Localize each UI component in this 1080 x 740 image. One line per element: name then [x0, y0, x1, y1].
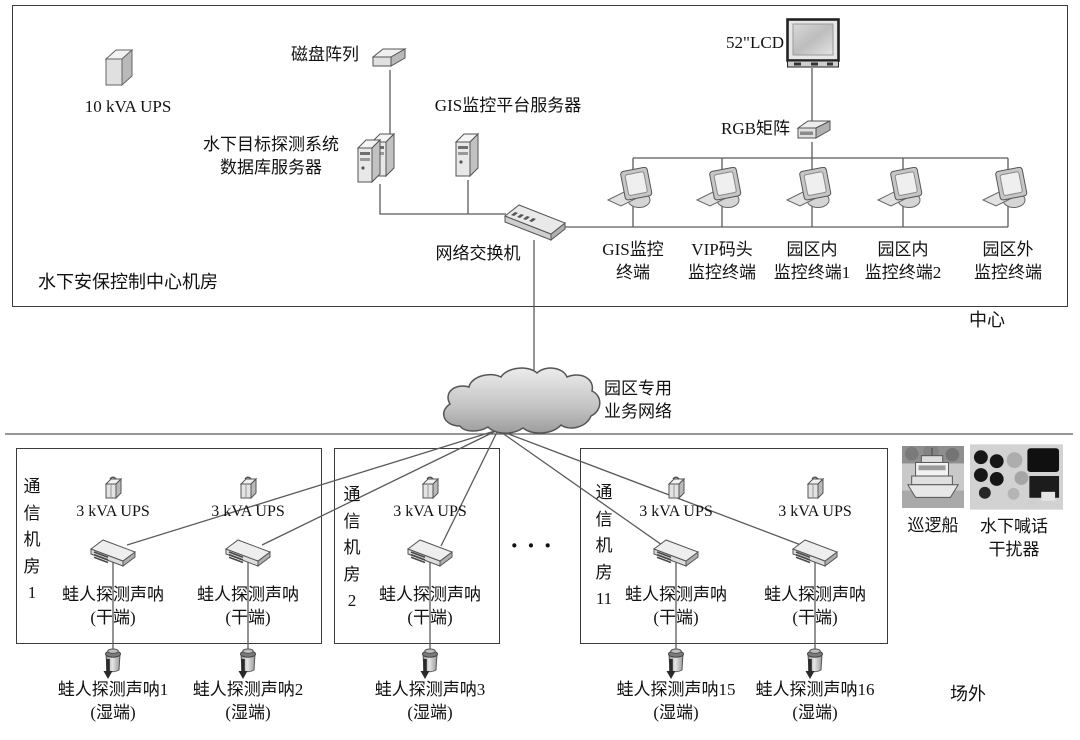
mini-ups-label: 3 kVA UPS: [778, 503, 852, 520]
cloud-label: 园区专用 业务网络: [604, 379, 672, 421]
sonar-dry-end-label: 蛙人探测声呐 (干端): [197, 585, 299, 627]
comm-room-11-box: [580, 448, 888, 644]
center-room-caption: 水下安保控制中心机房: [38, 272, 218, 292]
patrol-boat-photo: [902, 446, 964, 513]
room-1-name: 通信机房1: [23, 477, 41, 603]
lcd-label: 52"LCD: [726, 33, 784, 52]
sonar-wet-end-label: 蛙人探测声呐2 (湿端): [192, 680, 304, 722]
terminal-computer-icon: [606, 167, 660, 222]
sonar-dry-end-label: 蛙人探测声呐 (干端): [764, 585, 866, 627]
gis-server-icon: [450, 130, 484, 185]
sonar-dry-end-label: 蛙人探测声呐 (干端): [379, 585, 481, 627]
network-cloud: [442, 367, 601, 434]
ups-10kva-label: 10 kVA UPS: [84, 97, 172, 116]
network-switch-icon: [502, 199, 568, 246]
rgb-matrix-icon: [796, 118, 832, 147]
sonar-dry-end-icon: [405, 536, 455, 575]
terminal-computer-icon: [876, 167, 930, 222]
sonar-wet-end-label: 蛙人探测声呐3 (湿端): [374, 680, 486, 722]
terminal-label-outside-park: 园区外 监控终端: [974, 240, 1042, 282]
mini-ups-label: 3 kVA UPS: [76, 503, 150, 520]
patrol-boat-label: 巡逻船: [907, 516, 959, 535]
mini-ups-label: 3 kVA UPS: [393, 503, 467, 520]
sonar-wet-end-label: 蛙人探测声呐15 (湿端): [616, 680, 736, 722]
sonar-wet-end-label: 蛙人探测声呐16 (湿端): [755, 680, 875, 722]
network-switch-label: 网络交换机: [435, 244, 521, 263]
room-11-name: 通信机房11: [595, 483, 613, 609]
rgb-matrix-label: RGB矩阵: [721, 119, 790, 138]
sonar-dry-end-icon: [651, 536, 701, 575]
sonar-dry-end-icon: [790, 536, 840, 575]
terminal-computer-icon: [981, 167, 1035, 222]
sonar-dry-end-label: 蛙人探测声呐 (干端): [625, 585, 727, 627]
mini-ups-label: 3 kVA UPS: [639, 503, 713, 520]
ups-10kva-icon: [98, 45, 138, 96]
terminal-computer-icon: [785, 167, 839, 222]
region-label-center: 中心: [969, 310, 1005, 330]
comm-room-1-box: [16, 448, 322, 644]
sonar-dry-end-icon: [223, 536, 273, 575]
gis-server-label: GIS监控平台服务器: [434, 96, 582, 115]
sonar-wet-end-label: 蛙人探测声呐1 (湿端): [57, 680, 169, 722]
underwater-speaker-photo: [970, 444, 1063, 515]
terminal-label-vip-dock: VIP码头 监控终端: [688, 240, 756, 282]
database-server-icon: [352, 130, 400, 191]
ellipsis: ···: [510, 531, 561, 560]
region-label-offsite: 场外: [950, 684, 986, 704]
center-room-box: [12, 5, 1068, 307]
terminal-computer-icon: [695, 167, 749, 222]
room-2-name: 通信机房2: [343, 485, 361, 611]
sonar-dry-end-icon: [88, 536, 138, 575]
underwater-speaker-label: 水下喊话 干扰器: [980, 517, 1048, 559]
lcd-icon: [786, 18, 840, 73]
terminal-label-gis: GIS监控 终端: [602, 240, 664, 282]
db-server-label: 水下目标探测系统 数据库服务器: [203, 135, 339, 177]
comm-room-2-box: [334, 448, 500, 644]
terminal-label-park-2: 园区内 监控终端2: [864, 240, 942, 282]
terminal-label-park-1: 园区内 监控终端1: [773, 240, 851, 282]
disk-array-label: 磁盘阵列: [291, 45, 359, 64]
mini-ups-label: 3 kVA UPS: [211, 503, 285, 520]
sonar-dry-end-label: 蛙人探测声呐 (干端): [62, 585, 164, 627]
disk-array-icon: [370, 45, 408, 76]
